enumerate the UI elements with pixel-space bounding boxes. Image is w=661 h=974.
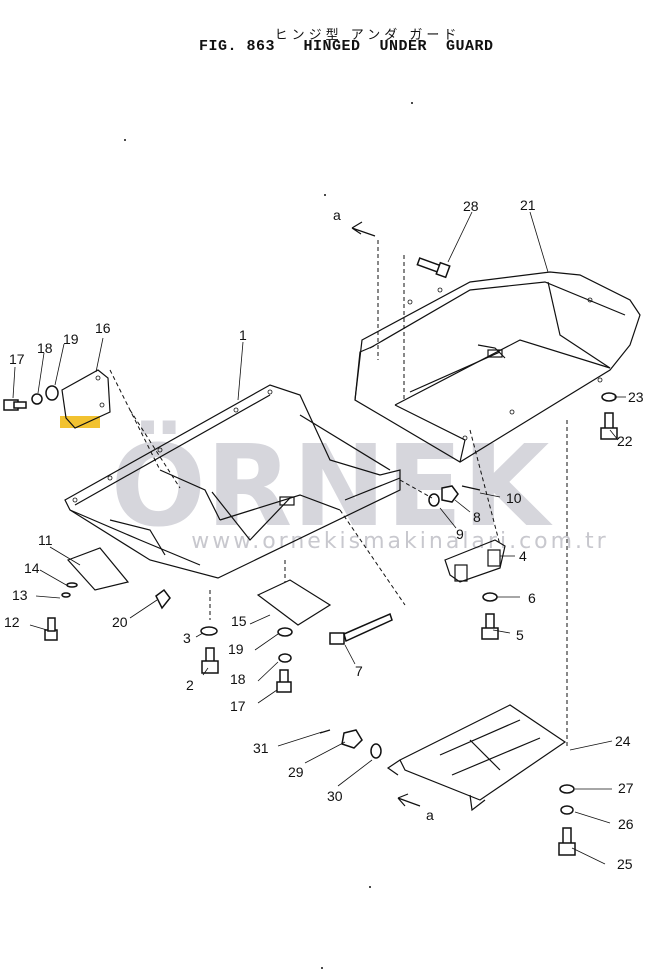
part-15-plate [256,579,332,626]
washer-26 [560,805,574,815]
callout-10: 10 [506,490,522,506]
callout-9: 9 [456,526,464,542]
callout-3: 3 [183,630,191,646]
callout-29: 29 [288,764,304,780]
callout-26: 26 [618,816,634,832]
callout-labels: 1 2 3 4 5 6 7 8 9 10 11 12 13 14 15 16 1… [4,197,644,872]
nut-29 [341,729,363,749]
callout-28: 28 [463,198,479,214]
arrow-a-bottom [397,793,421,807]
washer-14 [66,582,78,588]
callout-27: 27 [618,780,634,796]
washer-9 [428,493,440,507]
washer-19-bottom [277,627,293,637]
watermark-accent [60,416,100,428]
callout-19-top: 19 [63,331,79,347]
bolt-12 [44,617,58,641]
leader-lines [12,211,626,865]
part-11-plate [66,547,130,591]
callout-17-bottom: 17 [230,698,246,714]
pin-10 [461,485,481,491]
callout-7: 7 [355,663,363,679]
bolt-25 [558,827,576,856]
callout-18-top: 18 [37,340,53,356]
arrow-a-top [351,221,376,237]
washer-6 [482,592,498,602]
title-japanese: ヒンジ型 アンダ ガード [274,28,461,43]
bolt-5 [481,613,499,640]
callout-16: 16 [95,320,111,336]
bolt-28 [416,257,451,279]
view-marker-top: a [333,207,341,223]
callout-13: 13 [12,587,28,603]
figure-number: FIG. 863 [199,38,276,55]
callout-8: 8 [473,509,481,525]
bolt-17-bottom [276,669,292,693]
callout-2: 2 [186,677,194,693]
bolt-22 [600,412,618,440]
callout-12: 12 [4,614,20,630]
callout-18-bottom: 18 [230,671,246,687]
callout-4: 4 [519,548,527,564]
callout-23: 23 [628,389,644,405]
watermark-url: www.ornekismakinalari.com.tr [191,529,608,554]
part-21-hinged-guard [354,271,641,463]
washer-27 [559,784,575,794]
fasteners [3,257,618,856]
nut-8 [441,485,459,503]
figure-name: HINGED UNDER GUARD [303,38,494,55]
assembly-lines [109,240,568,748]
callout-19-bottom: 19 [228,641,244,657]
callout-22: 22 [617,433,633,449]
callout-5: 5 [516,627,524,643]
part-1-main-frame [64,384,401,579]
callout-14: 14 [24,560,40,576]
view-marker-bottom: a [426,807,434,823]
bolt-17-top [3,399,27,411]
part-4-bracket [444,539,506,583]
washer-13 [61,592,71,598]
scan-dots [124,102,413,969]
callout-11: 11 [38,532,53,548]
washer-18-top [31,393,43,405]
callout-17-top: 17 [9,351,25,367]
washer-19-top [45,385,59,401]
callout-15: 15 [231,613,247,629]
callout-21: 21 [520,197,536,213]
figure-title: FIG. 863 HINGED UNDER GUARD [199,38,494,55]
part-16-cover [61,369,111,429]
bolt-2 [201,647,219,674]
washer-18-bottom [278,653,292,663]
callout-24: 24 [615,733,631,749]
callout-25: 25 [617,856,633,872]
callout-6: 6 [528,590,536,606]
callout-20: 20 [112,614,128,630]
bolt-7 [329,612,393,645]
callout-31: 31 [253,740,269,756]
washer-23 [601,392,617,402]
washer-30 [370,743,382,759]
callout-30: 30 [327,788,343,804]
nut-20 [155,588,171,610]
callout-1: 1 [239,327,247,343]
washer-3 [200,626,218,636]
part-24-bottom-plate [386,704,567,812]
